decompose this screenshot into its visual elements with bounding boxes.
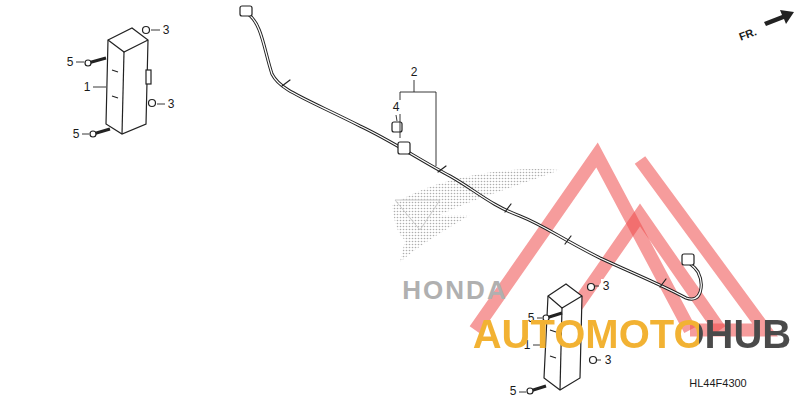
front-arrow: [764, 10, 794, 26]
callout-number: 3: [166, 97, 177, 111]
callout-number: 5: [65, 55, 76, 69]
callout-number: 5: [71, 127, 82, 141]
callout-number: 5: [508, 384, 519, 398]
brand-watermark: HONDA: [402, 277, 507, 303]
site-watermark: AUTOMOTOHUB: [473, 314, 792, 354]
reflector: [106, 28, 151, 134]
callout-number: 3: [603, 353, 614, 367]
front-marker: FR.: [738, 26, 758, 42]
triangle-watermark: [475, 155, 765, 330]
callout-number: 3: [601, 279, 612, 293]
callout-number: 4: [391, 100, 402, 114]
wire-harness: [240, 6, 701, 299]
callout-number: 3: [161, 23, 172, 37]
callout-number: 1: [82, 80, 93, 94]
drawing-code: HL44F4300: [689, 378, 747, 389]
callout-number: 2: [409, 65, 420, 79]
